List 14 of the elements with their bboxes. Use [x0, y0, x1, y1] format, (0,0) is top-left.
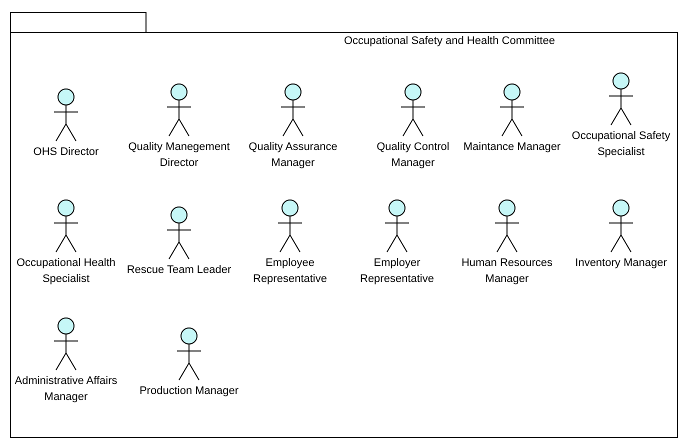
actor-name: Rescue Team Leader: [126, 263, 232, 278]
actor-name: Employer Representative: [359, 256, 435, 287]
actor-name: Human Resources Manager: [460, 256, 554, 287]
actor-name: Employee Representative: [252, 256, 328, 287]
actor-name: Quality Manegement Director: [127, 140, 231, 171]
actor-name: Production Manager: [138, 384, 240, 399]
actor-name: Occupational Health Specialist: [15, 256, 117, 287]
actor-name: Quality Assurance Manager: [248, 140, 338, 171]
package-title: Occupational Safety and Health Committee: [344, 35, 555, 47]
actor-name: Administrative Affairs Manager: [14, 374, 118, 405]
actor-name: Maintance Manager: [462, 140, 562, 155]
actor-name: Inventory Manager: [574, 256, 668, 271]
actor-name: Occupational Safety Specialist: [570, 129, 672, 160]
actor-name: OHS Director: [32, 145, 100, 160]
